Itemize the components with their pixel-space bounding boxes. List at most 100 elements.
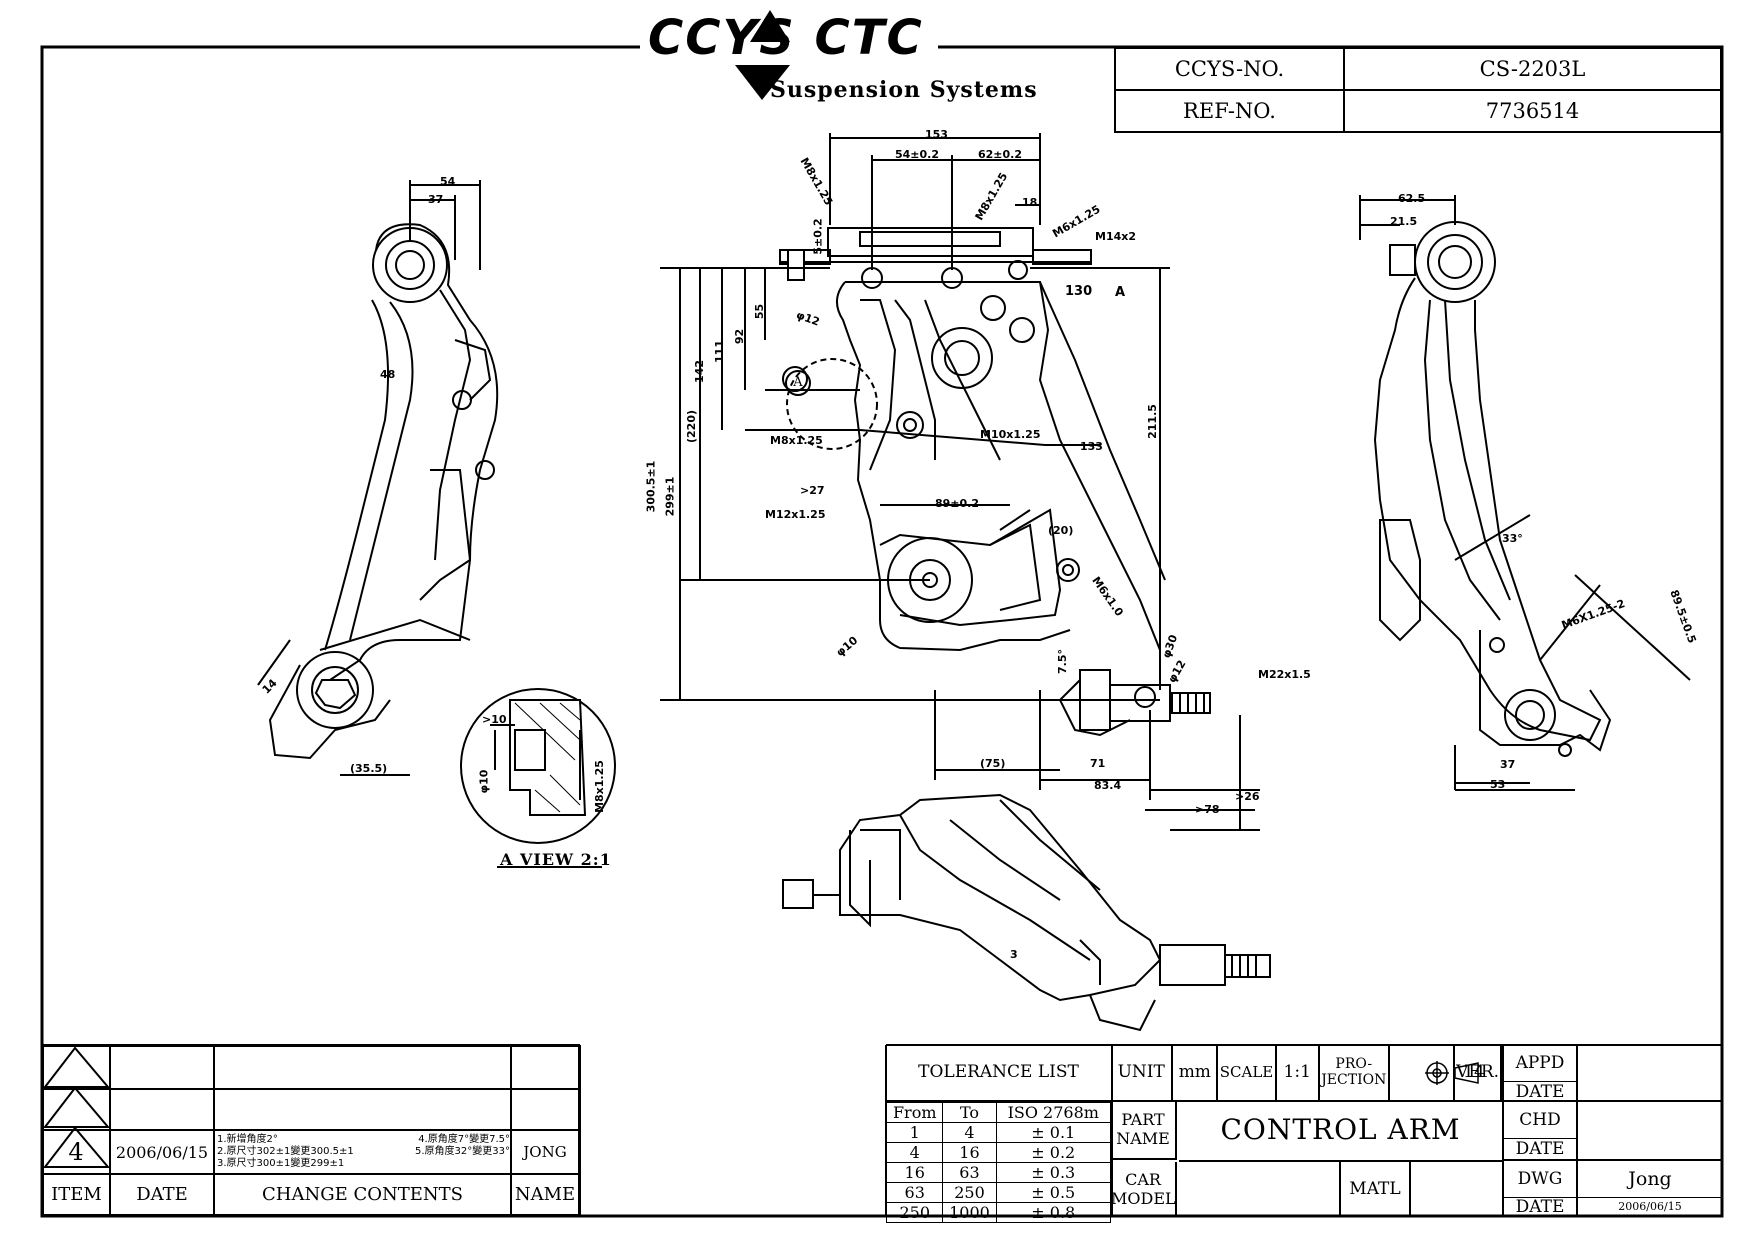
projection-symbol bbox=[1390, 1045, 1456, 1100]
section-a-label: A bbox=[1115, 285, 1126, 300]
brand-subtitle: Suspension Systems bbox=[770, 77, 1038, 103]
revision-table: 4 2006/06/15 1.新增角度2° 4.原角度7°變更7.5° 2.原尺… bbox=[42, 1044, 580, 1217]
projection-label: PRO- JECTION bbox=[1320, 1045, 1390, 1100]
tol-from: 4 bbox=[885, 1142, 944, 1163]
right-view bbox=[1359, 195, 1691, 791]
tol-value: ± 0.1 bbox=[995, 1122, 1111, 1143]
dim-m14: M14x2 bbox=[1095, 230, 1137, 243]
unit-label: UNIT bbox=[1111, 1045, 1174, 1100]
dim-111: 111 bbox=[712, 340, 726, 363]
ccys-no-label: CCYS-NO. bbox=[1114, 47, 1345, 91]
tol-from: 16 bbox=[885, 1162, 944, 1183]
tol-value: ± 0.5 bbox=[995, 1182, 1111, 1203]
dim-gt27: >27 bbox=[800, 484, 825, 497]
chd-label: CHD bbox=[1504, 1102, 1576, 1139]
dim-r33: 33° bbox=[1502, 532, 1523, 545]
dim-av-gt10: >10 bbox=[482, 713, 507, 726]
dim-92: 92 bbox=[733, 328, 747, 345]
frame-border bbox=[40, 45, 1724, 1218]
dim-130: 130 bbox=[1065, 284, 1093, 299]
part-name-value: CONTROL ARM bbox=[1179, 1100, 1502, 1162]
dim-220: (220) bbox=[685, 409, 699, 444]
chd-date-label: DATE bbox=[1515, 1139, 1565, 1159]
scale-label: SCALE bbox=[1218, 1045, 1277, 1100]
revision-change-contents: 1.新增角度2° 4.原角度7°變更7.5° 2.原尺寸302±1變更300.5… bbox=[213, 1129, 512, 1175]
ver-label: VER. bbox=[1455, 1045, 1502, 1100]
a-view-detail bbox=[460, 688, 616, 844]
tol-value: ± 0.8 bbox=[995, 1202, 1111, 1223]
header-date: DATE bbox=[109, 1172, 215, 1217]
isometric-view bbox=[782, 793, 1271, 1032]
revision-date: 2006/06/15 bbox=[109, 1129, 215, 1175]
dwg-label: DWG bbox=[1504, 1161, 1576, 1198]
dim-133: 133 bbox=[1080, 440, 1103, 453]
dim-300: 300.5±1 bbox=[644, 460, 658, 513]
ccys-no-value: CS-2203L bbox=[1343, 47, 1722, 91]
tol-value: ± 0.2 bbox=[995, 1142, 1111, 1163]
dim-75: (75) bbox=[980, 757, 1006, 770]
dim-r625: 62.5 bbox=[1398, 192, 1426, 205]
dim-18: 18 bbox=[1022, 196, 1038, 209]
dim-r215: 21.5 bbox=[1390, 215, 1418, 228]
appd-date-row: DATE bbox=[1504, 1082, 1722, 1102]
ver-value: 14 bbox=[1463, 1062, 1485, 1082]
dim-iso-3: 3 bbox=[1010, 948, 1018, 961]
tol-from: 1 bbox=[885, 1122, 944, 1143]
tol-to: 1000 bbox=[942, 1202, 997, 1223]
dim-20: (20) bbox=[1048, 524, 1074, 537]
header-change-contents: CHANGE CONTENTS bbox=[213, 1172, 512, 1217]
dim-153: 153 bbox=[925, 128, 948, 141]
revision-item: 4 bbox=[42, 1129, 111, 1175]
dim-75deg: 7.5° bbox=[1056, 649, 1069, 674]
dim-83: 83.4 bbox=[1094, 779, 1122, 792]
brand-logo: CCYS CTC bbox=[648, 10, 924, 66]
header-table: CCYS-NO. CS-2203L REF-NO. 7736514 bbox=[1114, 47, 1722, 133]
dim-71: 71 bbox=[1090, 757, 1106, 770]
change-1: 1.新增角度2° bbox=[217, 1134, 278, 1146]
header-item: ITEM bbox=[42, 1172, 111, 1217]
ref-no-value: 7736514 bbox=[1343, 89, 1722, 133]
tol-to: 16 bbox=[942, 1142, 997, 1163]
car-model-label: CAR MODEL bbox=[1111, 1162, 1177, 1216]
dim-l37: 37 bbox=[428, 193, 444, 206]
dim-62: 62±0.2 bbox=[978, 148, 1023, 161]
matl-label: MATL bbox=[1341, 1162, 1411, 1216]
dim-gt78: >78 bbox=[1195, 803, 1220, 816]
tol-header-from: From bbox=[885, 1102, 944, 1123]
dim-89: 89±0.2 bbox=[935, 497, 980, 510]
dim-m22: M22x1.5 bbox=[1258, 668, 1311, 681]
ref-no-label: REF-NO. bbox=[1114, 89, 1345, 133]
change-4: 4.原角度7°變更7.5° bbox=[418, 1134, 510, 1146]
tol-value: ± 0.3 bbox=[995, 1162, 1111, 1183]
dim-r37: 37 bbox=[1500, 758, 1516, 771]
dim-av-m8: M8x1.25 bbox=[592, 760, 606, 813]
dim-l355: (35.5) bbox=[350, 762, 388, 775]
dwg-date-value: 2006/06/15 bbox=[1618, 1200, 1682, 1213]
tol-to: 250 bbox=[942, 1182, 997, 1203]
part-name-label: PART NAME bbox=[1111, 1100, 1177, 1160]
left-view bbox=[257, 180, 499, 776]
dim-299: 299±1 bbox=[663, 476, 677, 517]
matl-value bbox=[1411, 1162, 1502, 1216]
front-view bbox=[660, 133, 1260, 831]
spec-row: UNIT mm SCALE 1:1 PRO- JECTION VER. bbox=[1111, 1045, 1502, 1102]
dim-142: 142 bbox=[692, 360, 706, 383]
tolerance-list-title: TOLERANCE LIST bbox=[886, 1045, 1111, 1102]
tol-from: 250 bbox=[885, 1202, 944, 1223]
appd-label: APPD bbox=[1504, 1045, 1576, 1082]
dim-av-phi: φ10 bbox=[477, 769, 491, 794]
dim-gt26: >26 bbox=[1235, 790, 1260, 803]
dim-54: 54±0.2 bbox=[895, 148, 940, 161]
dwg-date-label: DATE bbox=[1515, 1197, 1565, 1217]
dim-l54: 54 bbox=[440, 175, 456, 188]
tol-header-to: To bbox=[942, 1102, 997, 1123]
